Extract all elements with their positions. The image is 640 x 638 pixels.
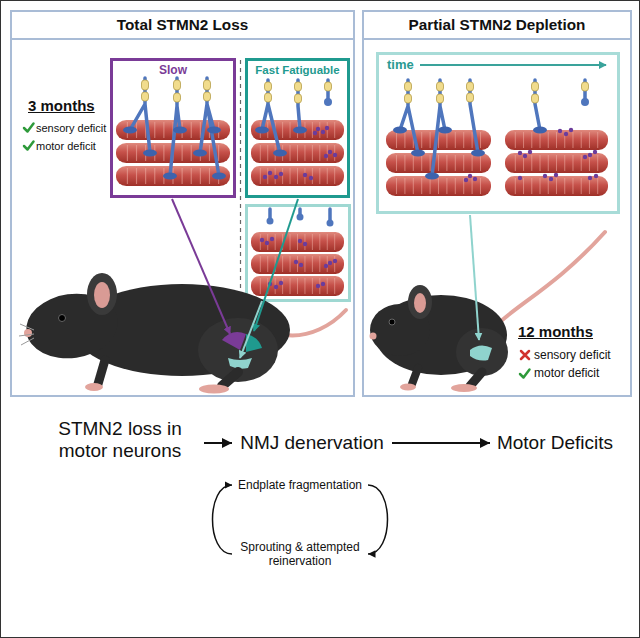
flow-arrow — [392, 442, 490, 444]
mouse — [370, 215, 606, 392]
flow-label: Motor Deficits — [490, 432, 620, 454]
time-arrow — [420, 65, 606, 66]
timepoint: 3 months — [28, 97, 95, 115]
outcome: motor deficit — [534, 366, 599, 381]
mouse — [19, 199, 346, 394]
cycle-step: Sprouting & attempted reinervation — [232, 540, 368, 568]
fast-nmj — [251, 80, 344, 186]
flow-label: STMN2 loss in motor neurons — [36, 418, 204, 462]
panel-title: Partial STMN2 Depletion — [364, 12, 630, 40]
flow-step: Motor Deficits — [490, 432, 620, 454]
time-box: time — [376, 52, 620, 214]
panel: Total STMN2 Loss 3 months sensory deficit m… — [10, 10, 355, 397]
cycle-label: Sprouting & attempted reinervation — [232, 540, 368, 568]
panel: Partial STMN2 Depletion 12 months sensory … — [362, 10, 632, 397]
timepoint: 12 months — [518, 323, 593, 341]
flow-step: NMJ denervation — [232, 432, 392, 454]
fiber-type-box: Fast Fatiguable — [245, 58, 350, 198]
flow-step: STMN2 loss in motor neurons — [36, 418, 204, 462]
fiber-type-label: Slow — [113, 63, 233, 77]
flow-label: NMJ denervation — [232, 432, 392, 454]
divider — [240, 60, 241, 300]
denervated-box — [247, 206, 350, 301]
time-label: time — [387, 57, 414, 73]
early-nmj — [386, 80, 491, 196]
flow-arrow — [368, 485, 388, 554]
outcome: sensory deficit — [534, 348, 611, 363]
fiber-type-box: Slow — [110, 58, 236, 198]
late-nmj — [505, 80, 608, 196]
fiber-type-label: Fast Fatiguable — [248, 63, 347, 77]
outcome: motor deficit — [36, 139, 96, 153]
denervated-nmj — [251, 209, 344, 296]
cycle-label: Endplate fragmentation — [232, 478, 368, 492]
cross-icon — [521, 351, 529, 359]
check-icon — [520, 370, 530, 378]
check-icon — [24, 124, 34, 150]
cycle-step: Endplate fragmentation — [232, 478, 368, 492]
flow-arrow — [213, 485, 233, 554]
panel-title: Total STMN2 Loss — [12, 12, 353, 40]
slow-nmj — [116, 78, 230, 186]
flow-arrow — [204, 442, 232, 444]
outcome: sensory deficit — [36, 121, 106, 135]
